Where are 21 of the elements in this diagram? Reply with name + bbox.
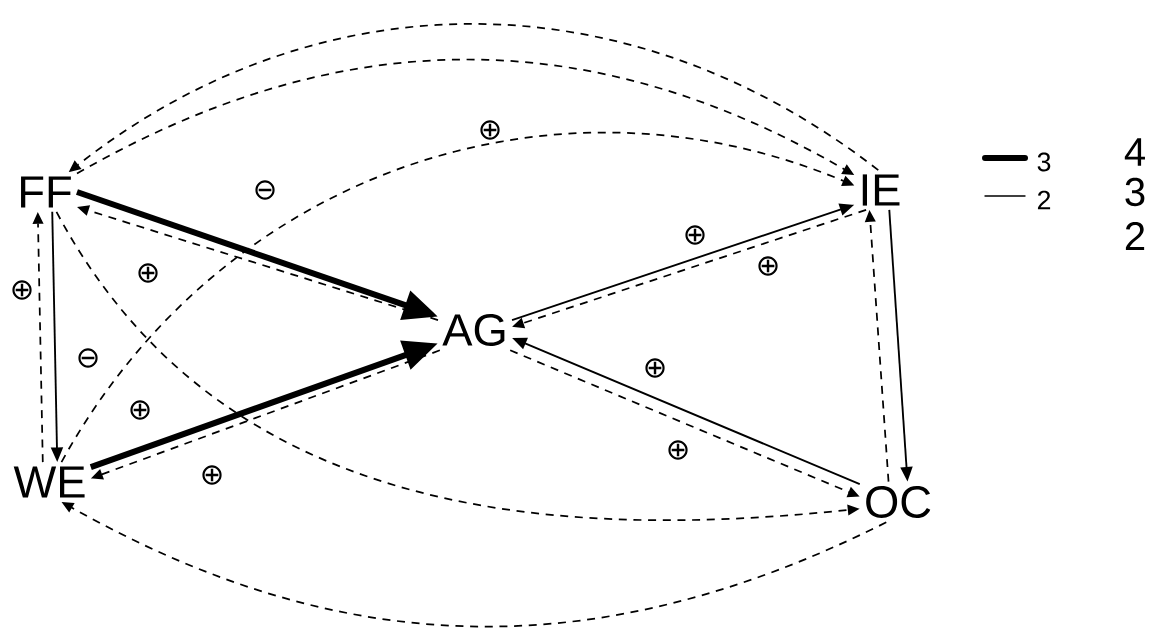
legend-text: 3 <box>1037 152 1051 172</box>
node-label: WE <box>13 466 85 498</box>
scale-number: 4 <box>1124 138 1145 166</box>
edge-label: ⊕ <box>682 224 708 246</box>
edge-label: ⊕ <box>127 399 153 421</box>
edge-label: ⊕ <box>755 255 781 277</box>
scale-number: 2 <box>1125 222 1145 250</box>
edge-label: ⊕ <box>199 464 225 486</box>
node-label: IE <box>862 174 900 206</box>
edge-label: ⊕ <box>135 262 161 284</box>
node-label: OC <box>866 485 931 519</box>
edge-label: ⊖ <box>75 347 101 369</box>
edge-label: ⊕ <box>642 357 668 379</box>
legend-text: 2 <box>1037 190 1051 210</box>
edge-label: ⊕ <box>665 439 691 461</box>
scale-number: 3 <box>1125 177 1145 207</box>
edge-label: ⊖ <box>252 179 278 201</box>
node-label: AG <box>442 313 505 347</box>
edge-label: ⊕ <box>9 279 35 301</box>
node-label: FF <box>21 176 71 208</box>
edge-label: ⊕ <box>477 119 503 141</box>
